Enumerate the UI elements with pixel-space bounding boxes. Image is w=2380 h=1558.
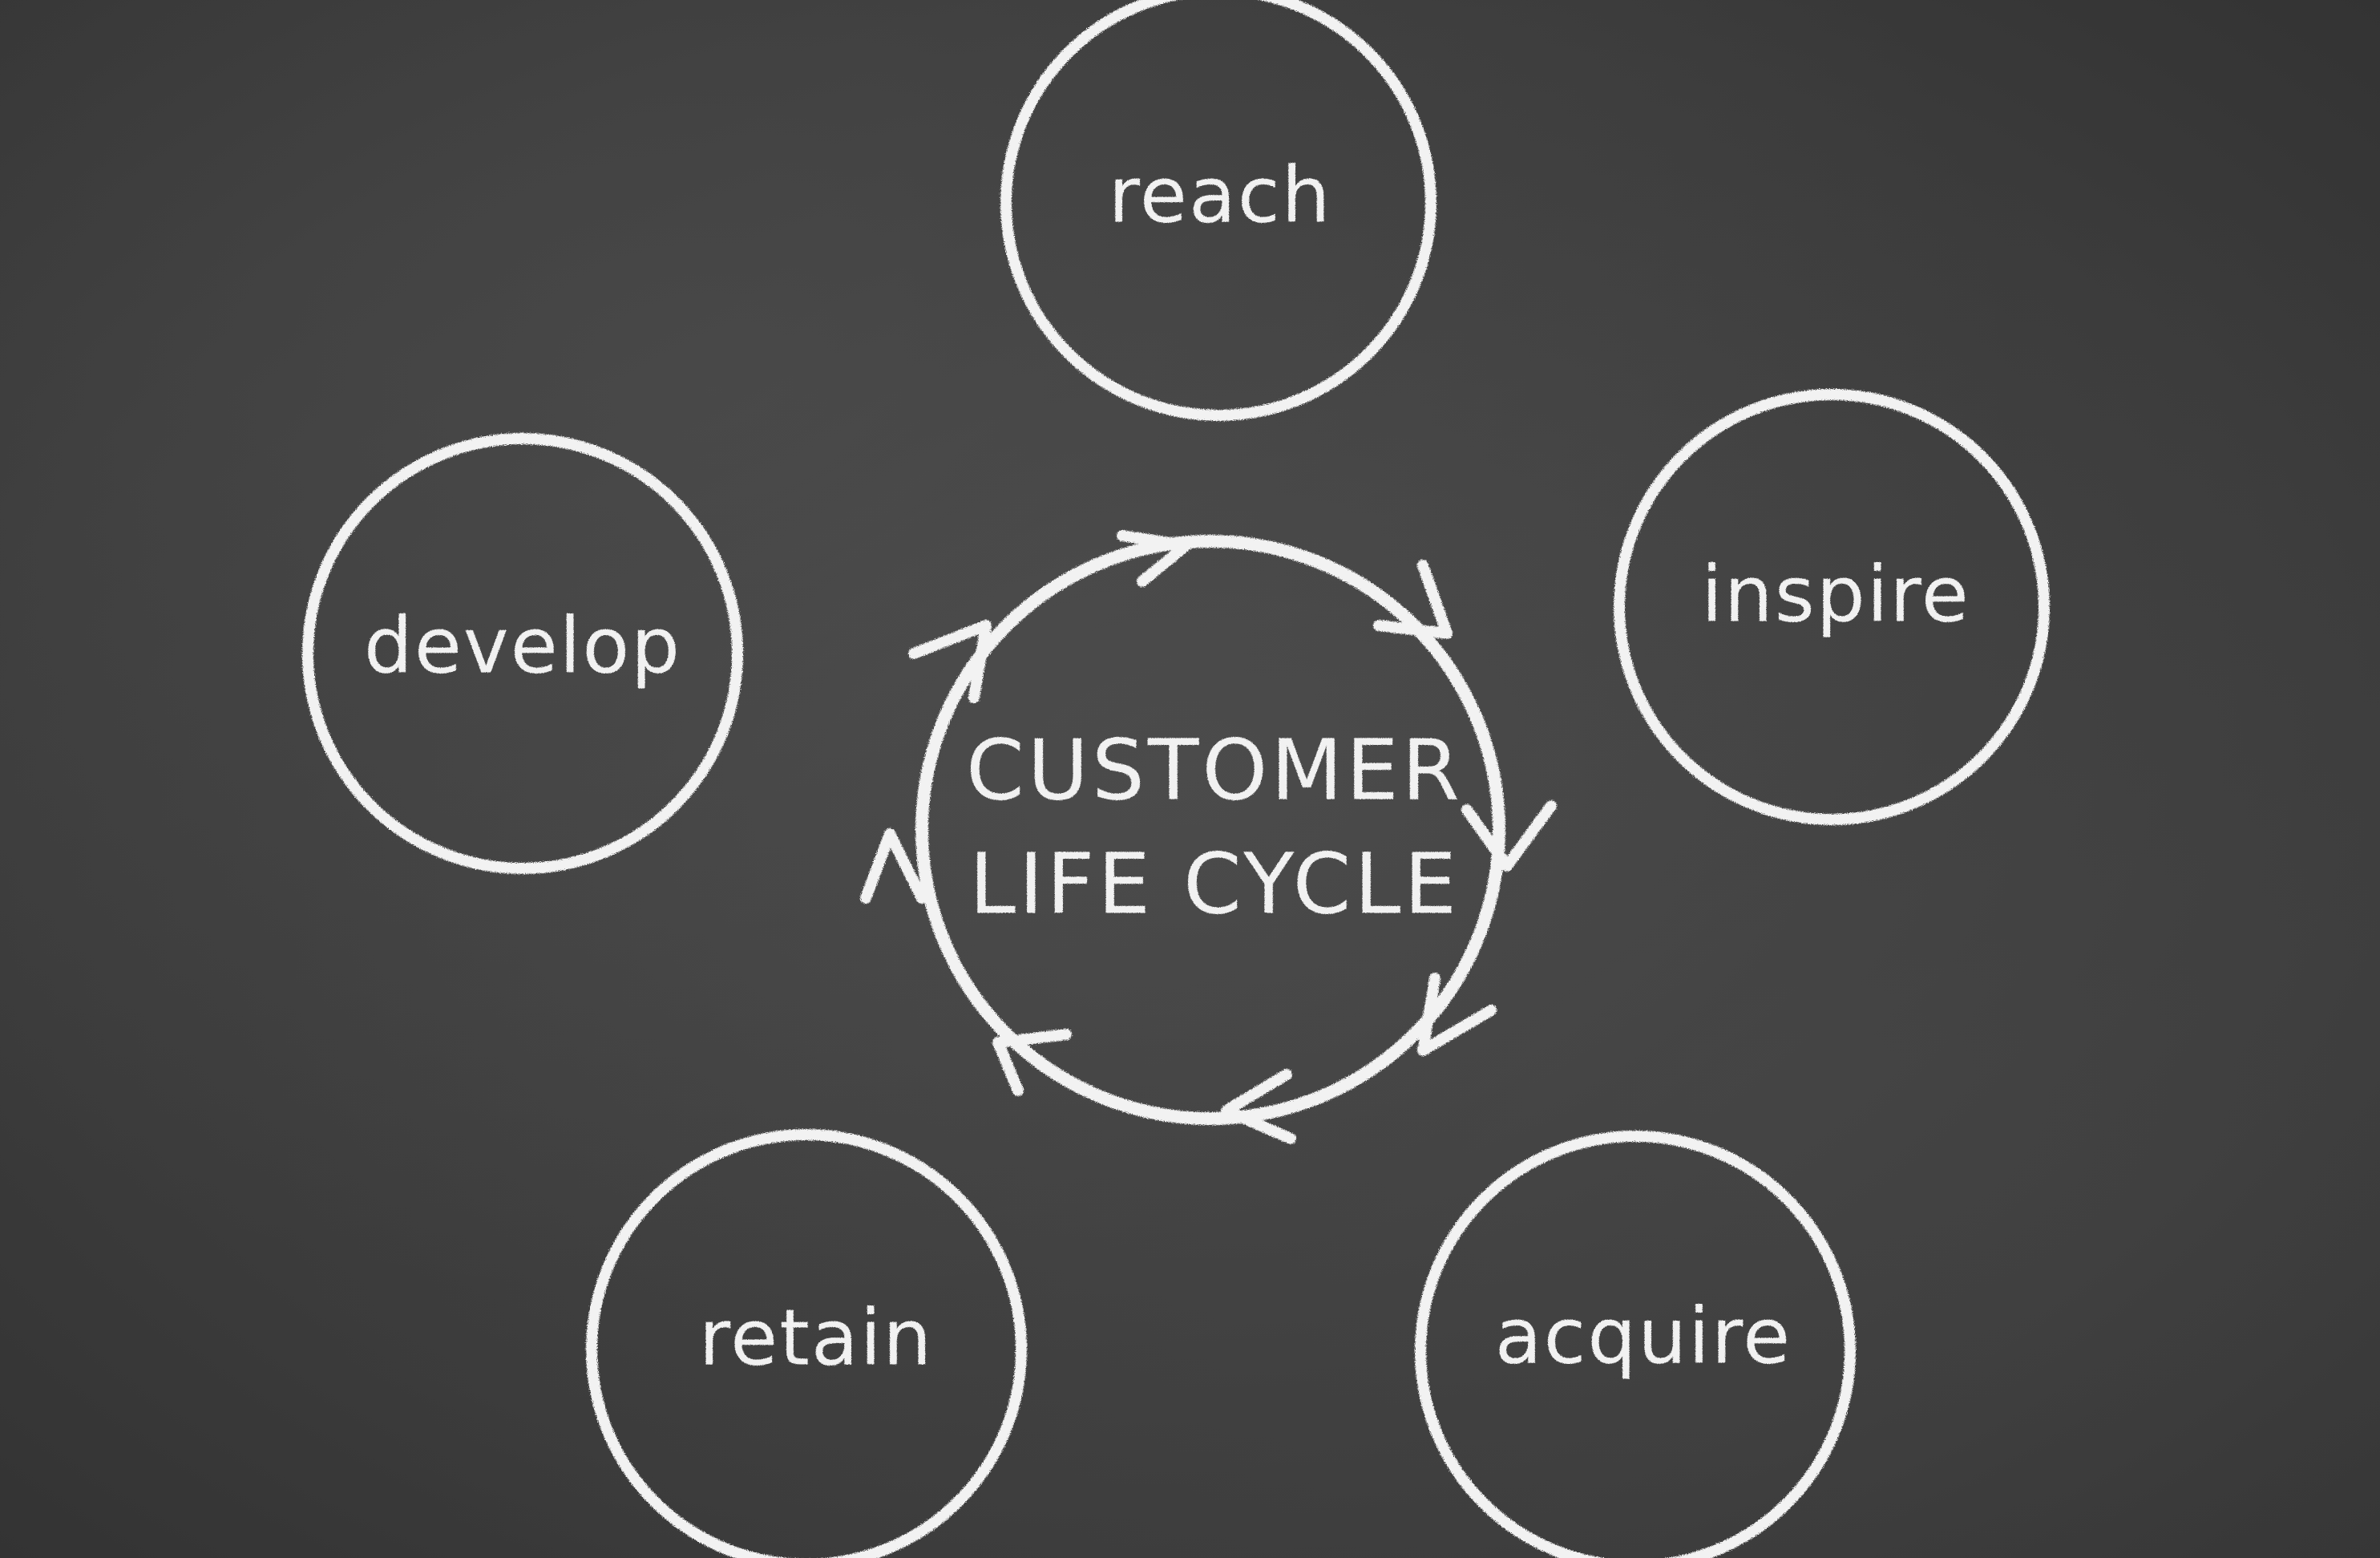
cycle-arrow-8 (908, 620, 992, 703)
stage-circle-develop (302, 433, 743, 874)
cycle-arrow-1 (1117, 530, 1192, 587)
stage-inspire: inspire (1614, 389, 2050, 825)
stage-circle-inspire (1614, 389, 2050, 825)
stage-label-inspire: inspire (1701, 549, 1970, 639)
stage-label-reach: reach (1109, 150, 1332, 240)
stage-develop: develop (302, 433, 743, 874)
stage-label-acquire: acquire (1495, 1291, 1792, 1381)
stage-label-develop: develop (364, 601, 681, 690)
stage-acquire: acquire (1415, 1131, 1856, 1558)
cycle-arrow-4 (1417, 973, 1497, 1056)
center-cycle (860, 530, 1557, 1144)
cycle-arrow-3 (1461, 800, 1557, 872)
cycle-arrow-6 (992, 1029, 1072, 1096)
cycle-arrow-5 (1221, 1069, 1296, 1144)
stage-circle-acquire (1415, 1131, 1856, 1558)
stage-circle-reach (1000, 0, 1436, 421)
center-title-line-1: CUSTOMER (966, 721, 1463, 819)
center-title-line-2: LIFE CYCLE (969, 835, 1460, 933)
stage-retain: retain (586, 1129, 1027, 1558)
stage-reach: reach (1000, 0, 1436, 421)
center-title: CUSTOMER LIFE CYCLE (966, 721, 1463, 933)
center-cycle-ring (915, 535, 1505, 1125)
stage-circle-retain (586, 1129, 1027, 1558)
stage-label-retain: retain (699, 1293, 933, 1382)
cycle-arrow-7 (860, 828, 927, 904)
cycle-arrow-2 (1373, 560, 1453, 639)
